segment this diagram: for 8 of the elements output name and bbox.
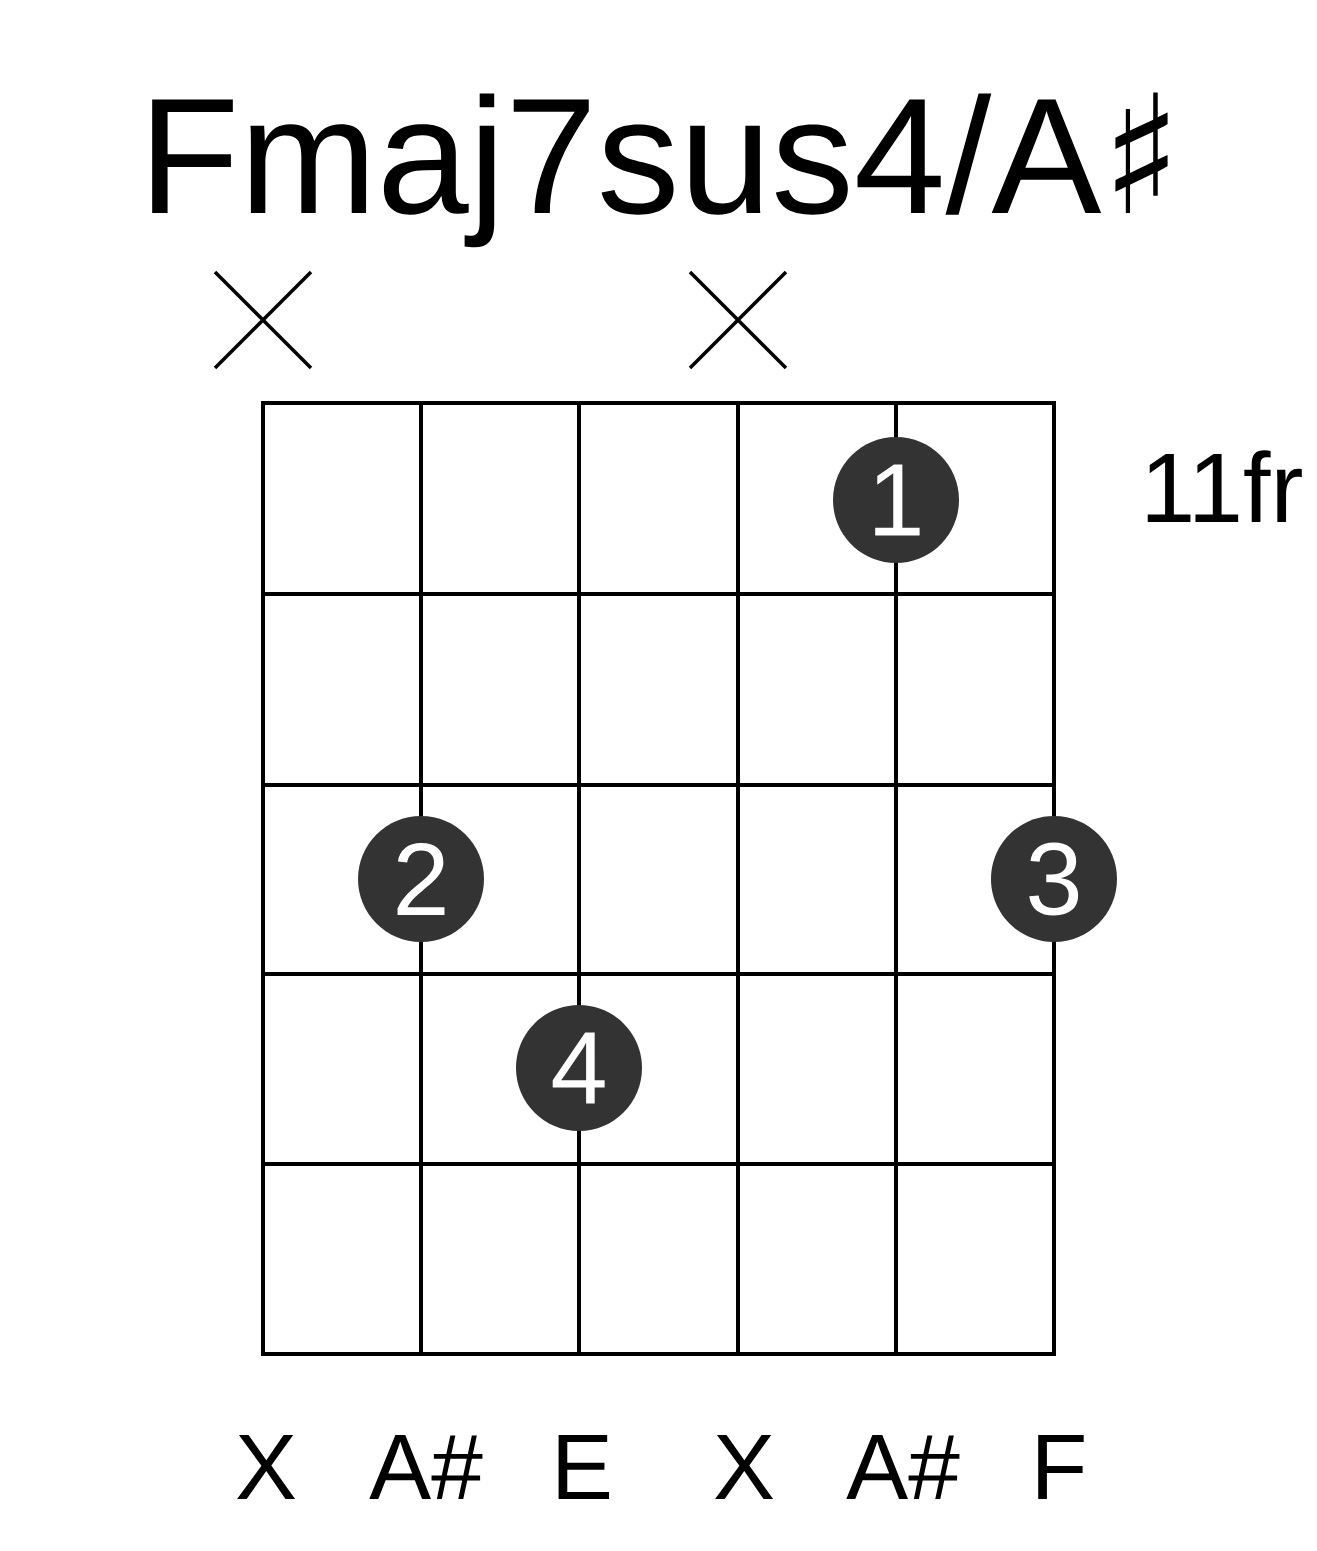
note-label: A# (369, 1435, 483, 1499)
note-label: X (715, 1435, 774, 1499)
note-label: A# (846, 1435, 960, 1499)
note-label: X (237, 1435, 296, 1499)
note-label: F (1038, 1435, 1084, 1499)
chord-title: Fmaj7sus4/A♯ (152, 92, 1168, 248)
note-label: E (558, 1435, 609, 1499)
fret-label: 11fr (1147, 450, 1302, 522)
